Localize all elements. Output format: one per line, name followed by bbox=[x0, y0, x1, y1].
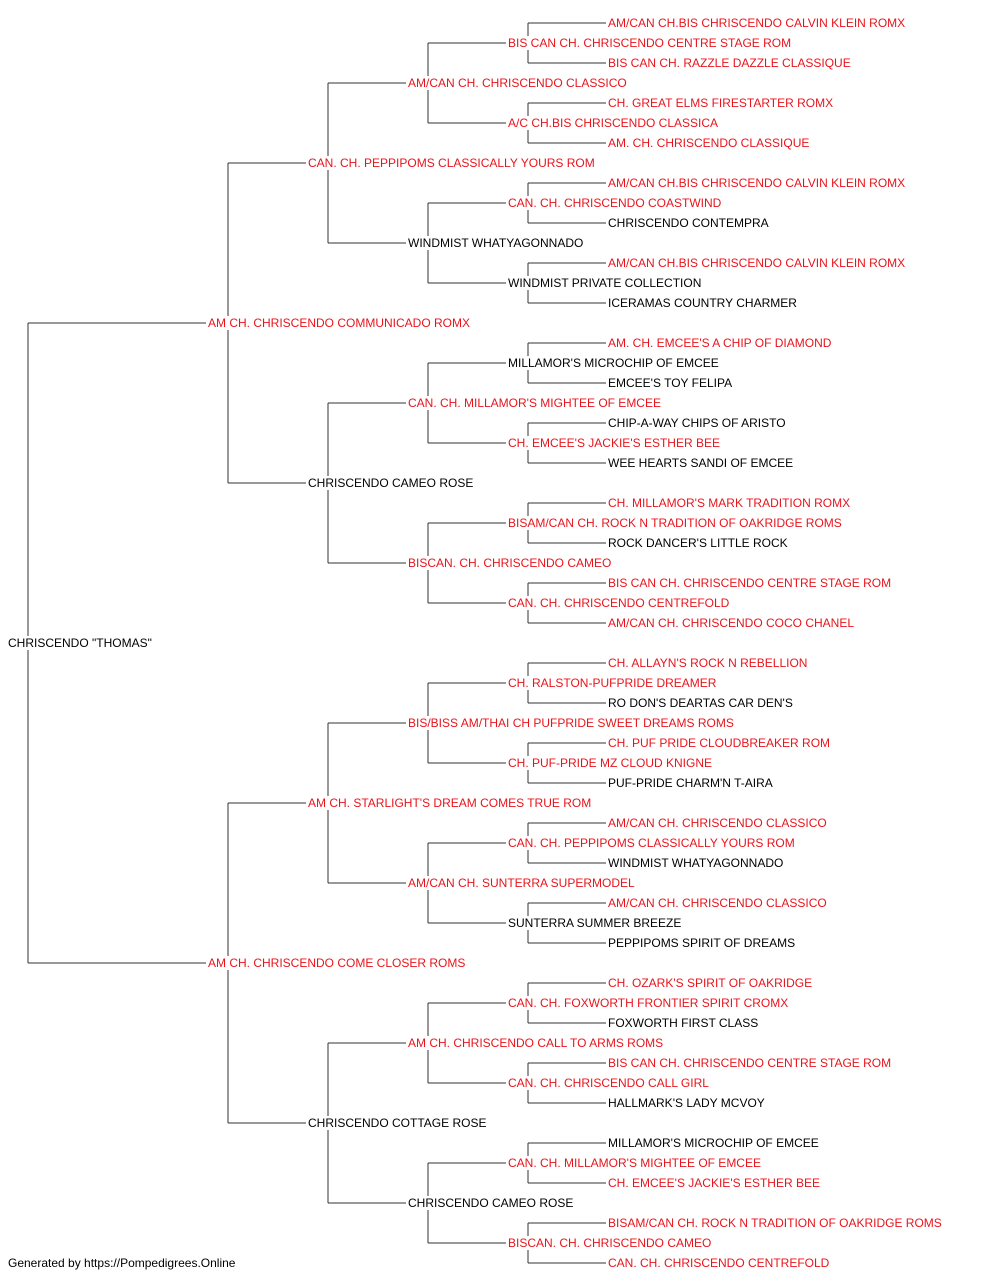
ancestor-name[interactable]: AM/CAN CH. SUNTERRA SUPERMODEL bbox=[408, 876, 635, 890]
ancestor-name[interactable]: BISAM/CAN CH. ROCK N TRADITION OF OAKRID… bbox=[608, 1216, 942, 1230]
ancestor-name[interactable]: AM/CAN CH. CHRISCENDO COCO CHANEL bbox=[608, 616, 854, 630]
ancestor-name[interactable]: WEE HEARTS SANDI OF EMCEE bbox=[608, 456, 793, 470]
ancestor-name[interactable]: CAN. CH. CHRISCENDO CENTREFOLD bbox=[608, 1256, 830, 1270]
ancestor-name[interactable]: EMCEE'S TOY FELIPA bbox=[608, 376, 732, 390]
ancestor-name[interactable]: CAN. CH. MILLAMOR'S MIGHTEE OF EMCEE bbox=[408, 396, 661, 410]
ancestor-name[interactable]: WINDMIST PRIVATE COLLECTION bbox=[508, 276, 701, 290]
ancestor-name[interactable]: AM/CAN CH.BIS CHRISCENDO CALVIN KLEIN RO… bbox=[608, 176, 905, 190]
ancestor-name[interactable]: AM CH. STARLIGHT'S DREAM COMES TRUE ROM bbox=[308, 796, 591, 810]
ancestor-name[interactable]: CAN. CH. PEPPIPOMS CLASSICALLY YOURS ROM bbox=[308, 156, 595, 170]
ancestor-name[interactable]: AM/CAN CH.BIS CHRISCENDO CALVIN KLEIN RO… bbox=[608, 256, 905, 270]
ancestor-name[interactable]: CAN. CH. CHRISCENDO COASTWIND bbox=[508, 196, 722, 210]
ancestor-name[interactable]: AM/CAN CH. CHRISCENDO CLASSICO bbox=[408, 76, 627, 90]
ancestor-name[interactable]: SUNTERRA SUMMER BREEZE bbox=[508, 916, 681, 930]
ancestor-name[interactable]: CH. EMCEE'S JACKIE'S ESTHER BEE bbox=[508, 436, 720, 450]
ancestor-name[interactable]: ICERAMAS COUNTRY CHARMER bbox=[608, 296, 797, 310]
ancestor-name[interactable]: RO DON'S DEARTAS CAR DEN'S bbox=[608, 696, 793, 710]
ancestor-name[interactable]: ROCK DANCER'S LITTLE ROCK bbox=[608, 536, 788, 550]
ancestor-name[interactable]: BIS CAN CH. CHRISCENDO CENTRE STAGE ROM bbox=[608, 1056, 891, 1070]
ancestor-name[interactable]: CHRISCENDO CAMEO ROSE bbox=[408, 1196, 573, 1210]
ancestor-name[interactable]: CH. EMCEE'S JACKIE'S ESTHER BEE bbox=[608, 1176, 820, 1190]
ancestor-name[interactable]: MILLAMOR'S MICROCHIP OF EMCEE bbox=[608, 1136, 819, 1150]
ancestor-name[interactable]: AM/CAN CH. CHRISCENDO CLASSICO bbox=[608, 816, 827, 830]
ancestor-name[interactable]: AM CH. CHRISCENDO COME CLOSER ROMS bbox=[208, 956, 465, 970]
ancestor-name[interactable]: FOXWORTH FIRST CLASS bbox=[608, 1016, 758, 1030]
ancestor-name[interactable]: BIS/BISS AM/THAI CH PUFPRIDE SWEET DREAM… bbox=[408, 716, 734, 730]
ancestor-name[interactable]: BISCAN. CH. CHRISCENDO CAMEO bbox=[408, 556, 611, 570]
ancestor-name[interactable]: CAN. CH. CHRISCENDO CENTREFOLD bbox=[508, 596, 730, 610]
ancestor-name[interactable]: CAN. CH. MILLAMOR'S MIGHTEE OF EMCEE bbox=[508, 1156, 761, 1170]
ancestor-name[interactable]: AM CH. CHRISCENDO COMMUNICADO ROMX bbox=[208, 316, 470, 330]
ancestor-name[interactable]: WINDMIST WHATYAGONNADO bbox=[408, 236, 583, 250]
ancestor-name[interactable]: CHIP-A-WAY CHIPS OF ARISTO bbox=[608, 416, 786, 430]
ancestor-name[interactable]: CHRISCENDO COTTAGE ROSE bbox=[308, 1116, 486, 1130]
ancestor-name[interactable]: CH. OZARK'S SPIRIT OF OAKRIDGE bbox=[608, 976, 812, 990]
ancestor-name[interactable]: A/C CH.BIS CHRISCENDO CLASSICA bbox=[508, 116, 718, 130]
ancestor-name[interactable]: CH. PUF PRIDE CLOUDBREAKER ROM bbox=[608, 736, 830, 750]
ancestor-name[interactable]: CAN. CH. FOXWORTH FRONTIER SPIRIT CROMX bbox=[508, 996, 788, 1010]
ancestor-name[interactable]: AM. CH. EMCEE'S A CHIP OF DIAMOND bbox=[608, 336, 832, 350]
ancestor-name[interactable]: AM/CAN CH.BIS CHRISCENDO CALVIN KLEIN RO… bbox=[608, 16, 905, 30]
ancestor-name[interactable]: CH. MILLAMOR'S MARK TRADITION ROMX bbox=[608, 496, 850, 510]
footer-credit: Generated by https://Pompedigrees.Online bbox=[8, 1256, 236, 1270]
ancestor-name[interactable]: BISAM/CAN CH. ROCK N TRADITION OF OAKRID… bbox=[508, 516, 842, 530]
ancestor-name[interactable]: CH. PUF-PRIDE MZ CLOUD KNIGNE bbox=[508, 756, 712, 770]
ancestor-name[interactable]: BIS CAN CH. CHRISCENDO CENTRE STAGE ROM bbox=[508, 36, 791, 50]
ancestor-name[interactable]: BIS CAN CH. CHRISCENDO CENTRE STAGE ROM bbox=[608, 576, 891, 590]
ancestor-name[interactable]: WINDMIST WHATYAGONNADO bbox=[608, 856, 783, 870]
ancestor-name[interactable]: HALLMARK'S LADY MCVOY bbox=[608, 1096, 765, 1110]
ancestor-name[interactable]: CH. RALSTON-PUFPRIDE DREAMER bbox=[508, 676, 717, 690]
ancestor-name[interactable]: CH. ALLAYN'S ROCK N REBELLION bbox=[608, 656, 807, 670]
ancestor-name[interactable]: CAN. CH. PEPPIPOMS CLASSICALLY YOURS ROM bbox=[508, 836, 795, 850]
ancestor-name[interactable]: CH. GREAT ELMS FIRESTARTER ROMX bbox=[608, 96, 833, 110]
ancestor-name[interactable]: MILLAMOR'S MICROCHIP OF EMCEE bbox=[508, 356, 719, 370]
ancestor-name[interactable]: PEPPIPOMS SPIRIT OF DREAMS bbox=[608, 936, 795, 950]
ancestor-name[interactable]: AM/CAN CH. CHRISCENDO CLASSICO bbox=[608, 896, 827, 910]
ancestor-name[interactable]: CAN. CH. CHRISCENDO CALL GIRL bbox=[508, 1076, 709, 1090]
ancestor-name[interactable]: BIS CAN CH. RAZZLE DAZZLE CLASSIQUE bbox=[608, 56, 851, 70]
ancestor-name[interactable]: AM CH. CHRISCENDO CALL TO ARMS ROMS bbox=[408, 1036, 663, 1050]
ancestor-name[interactable]: CHRISCENDO CONTEMPRA bbox=[608, 216, 769, 230]
ancestor-name[interactable]: CHRISCENDO CAMEO ROSE bbox=[308, 476, 473, 490]
subject-name[interactable]: CHRISCENDO "THOMAS" bbox=[8, 636, 152, 650]
ancestor-name[interactable]: BISCAN. CH. CHRISCENDO CAMEO bbox=[508, 1236, 711, 1250]
ancestor-name[interactable]: PUF-PRIDE CHARM'N T-AIRA bbox=[608, 776, 773, 790]
ancestor-name[interactable]: AM. CH. CHRISCENDO CLASSIQUE bbox=[608, 136, 809, 150]
